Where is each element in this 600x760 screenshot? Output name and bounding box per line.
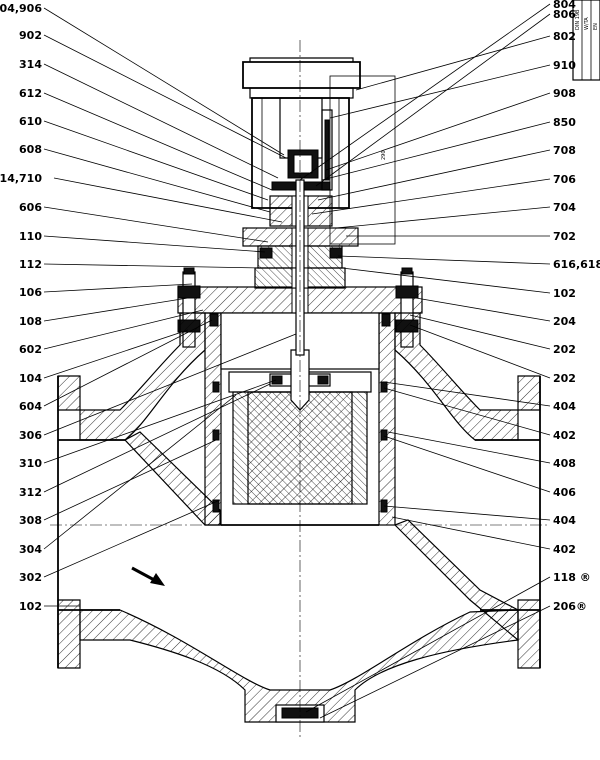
right-part-label: 118 ® [553, 571, 591, 584]
right-part-label: 704 [553, 201, 576, 214]
right-part-label: 804 [553, 0, 576, 11]
left-part-label: 306 [19, 429, 42, 442]
left-part-label: 108 [19, 315, 42, 328]
right-part-label: 402 [553, 543, 576, 556]
right-part-label: 102 [553, 287, 576, 300]
right-part-label: 408 [553, 457, 576, 470]
left-part-label: 602 [19, 343, 42, 356]
title-block-line1: DIN 19B [575, 9, 581, 30]
right-part-label: 708 [553, 144, 576, 157]
right-part-label: 908 [553, 87, 576, 100]
right-part-label: 850 [553, 116, 576, 129]
right-part-label: 404 [553, 514, 576, 527]
right-part-label: 202 [553, 372, 576, 385]
left-part-label: 112 [19, 258, 42, 271]
left-part-label: 304 [19, 543, 42, 556]
left-part-label: 312 [19, 486, 42, 499]
left-part-label: 106 [19, 286, 42, 299]
left-part-label: 608 [19, 143, 42, 156]
left-part-label: 302 [19, 571, 42, 584]
dimension-text: 290 [381, 150, 387, 160]
valve-body [57, 312, 541, 723]
right-part-label: 406 [553, 486, 576, 499]
right-part-label: 802 [553, 30, 576, 43]
left-part-label: 310 [19, 457, 42, 470]
right-part-label: 616,618 [553, 258, 600, 271]
right-part-label: 402 [553, 429, 576, 442]
left-part-label: 604 [19, 400, 42, 413]
right-part-label: 204 [553, 315, 576, 328]
left-part-label: 614,710 [0, 172, 42, 185]
flow-arrow [131, 566, 165, 586]
left-part-label: 308 [19, 514, 42, 527]
right-part-label: 702 [553, 230, 576, 243]
left-part-label: 606 [19, 201, 42, 214]
right-part-label: 206® [553, 600, 587, 613]
left-part-label: 904,906 [0, 2, 42, 15]
right-part-label: 202 [553, 343, 576, 356]
left-part-labels: 904,906 902 314 612 610 608 614,710 606 110 112 10… [0, 2, 42, 613]
title-block-line3: EN [593, 23, 599, 30]
left-part-label: 612 [19, 87, 42, 100]
left-part-label: 110 [19, 230, 42, 243]
left-part-label: 104 [19, 372, 42, 385]
title-block-line2: W/TA [584, 17, 590, 30]
left-part-label: 102 [19, 600, 42, 613]
right-part-label: 404 [553, 400, 576, 413]
left-part-label: 610 [19, 115, 42, 128]
left-leaders [43, 7, 297, 607]
title-block: DIN 19B W/TA EN [572, 0, 600, 81]
right-leaders [299, 3, 551, 719]
left-part-label: 314 [19, 58, 42, 71]
right-part-label: 910 [553, 59, 576, 72]
right-part-label: 806 [553, 8, 576, 21]
right-part-label: 706 [553, 173, 576, 186]
left-part-label: 902 [19, 29, 42, 42]
